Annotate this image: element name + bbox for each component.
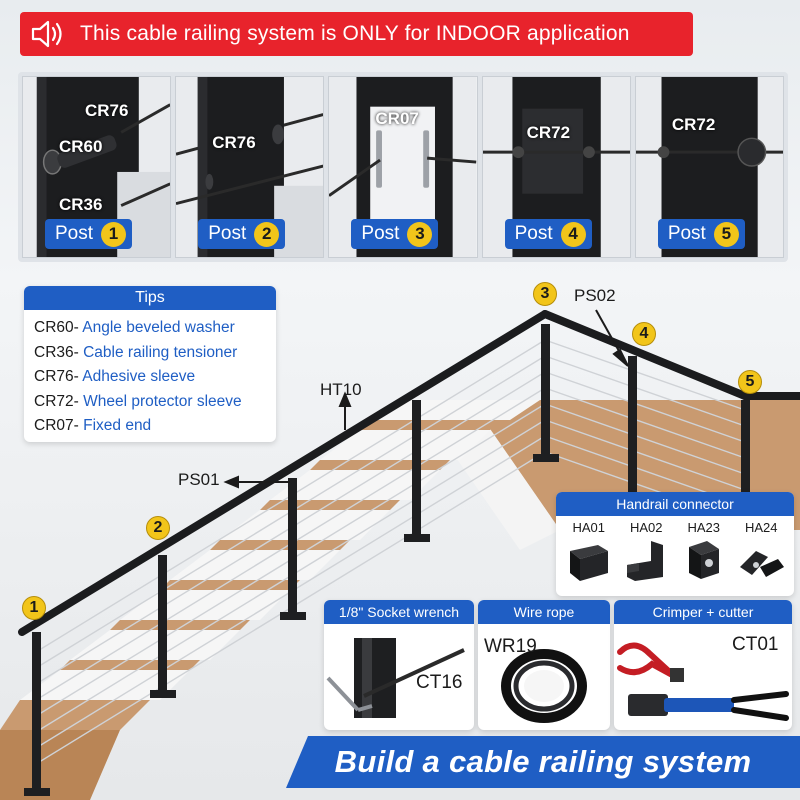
banner-text: This cable railing system is ONLY for IN… (80, 22, 630, 45)
handrail (18, 310, 800, 636)
wire-rope-title: Wire rope (478, 600, 610, 624)
crimper-code: CT01 (732, 634, 779, 655)
part-label: CR07 (375, 109, 419, 128)
part-label: CR76 (85, 101, 129, 120)
post-number-badge: 2 (254, 221, 280, 247)
post-number-badge: 4 (560, 221, 586, 247)
handrail-connector-panel: Handrail connector HA01 HA02 HA23 (556, 492, 794, 596)
post-number-badge: 3 (407, 221, 433, 247)
post-number-badge: 5 (713, 221, 739, 247)
socket-wrench-icon (326, 638, 465, 718)
crimper-title: Crimper + cutter (614, 600, 792, 624)
socket-wrench-title: 1/8" Socket wrench (324, 600, 474, 624)
ps01-label: PS01 (178, 470, 220, 489)
ht10-label: HT10 (320, 380, 362, 399)
socket-wrench-panel: 1/8" Socket wrench CT16 (324, 600, 474, 730)
callout-badge-1: 1 (22, 596, 46, 620)
tips-item: CR07- Fixed end (34, 417, 152, 434)
post-detail-strip: CR76 CR60 CR36 Post 1 CR76 Post 2 (18, 72, 788, 262)
connector-item-ha23: HA23 (676, 520, 731, 590)
post-card-4: CR72 Post 4 (481, 76, 631, 258)
footer-banner: Build a cable railing system (286, 736, 800, 788)
connector-item-ha24: HA24 (734, 520, 789, 590)
post-label: Post 2 (198, 219, 286, 249)
post-card-5: CR72 Post 5 (634, 76, 785, 258)
part-label: CR72 (526, 123, 571, 142)
callout-arrows (223, 309, 629, 489)
connector-item-ha02: HA02 (619, 520, 674, 590)
ps02-label: PS02 (574, 286, 616, 305)
socket-wrench-code: CT16 (416, 672, 463, 693)
tips-item: CR76- Adhesive sleeve (34, 368, 196, 385)
tips-title: Tips (24, 286, 276, 310)
wire-rope-panel: Wire rope WR19 (478, 600, 610, 730)
tips-panel: Tips CR60- Angle beveled washer CR36- Ca… (24, 286, 276, 442)
stair-steps (0, 400, 540, 800)
hinge-connector-icon (688, 541, 719, 579)
part-label: CR76 (212, 133, 256, 152)
tips-list: CR60- Angle beveled washer CR36- Cable r… (24, 310, 276, 442)
post-label: Post 3 (351, 219, 439, 249)
callout-badge-2: 2 (146, 516, 170, 540)
post-label: Post 1 (45, 219, 133, 249)
wire-rope-code: WR19 (484, 636, 537, 657)
post-card-2: CR76 Post 2 (175, 76, 325, 258)
wire-rope-icon (501, 649, 587, 723)
connector-item-ha01: HA01 (561, 520, 616, 590)
post-card-1: CR76 CR60 CR36 Post 1 (22, 76, 172, 258)
tips-item: CR60- Angle beveled washer (34, 319, 235, 336)
railing-posts (24, 324, 750, 796)
post-1-illustration (23, 77, 171, 257)
callout-badge-5: 5 (738, 370, 762, 394)
staircase-scene: 1 2 3 4 5 PS02 HT10 PS01 (0, 260, 800, 800)
staircase-illustration (0, 309, 800, 800)
footer-text: Build a cable railing system (334, 744, 752, 779)
step-connector-icon (627, 541, 664, 581)
post-label: Post 5 (657, 219, 745, 249)
crimper-icon (617, 642, 789, 721)
part-label: CR72 (671, 115, 716, 134)
post-label: Post 4 (504, 219, 592, 249)
speaker-icon (31, 20, 62, 48)
part-label: CR36 (59, 195, 103, 214)
indoor-warning-banner: This cable railing system is ONLY for IN… (20, 12, 693, 56)
crimper-panel: Crimper + cutter CT01 (614, 600, 792, 730)
angled-connector-icon (740, 551, 785, 577)
tips-item: CR36- Cable railing tensioner (34, 343, 238, 361)
part-label: CR60 (59, 137, 103, 156)
callout-badge-4: 4 (632, 322, 656, 346)
block-connector-icon (569, 545, 608, 581)
tips-item: CR72- Wheel protector sleeve (34, 392, 242, 410)
callout-badge-3: 3 (533, 282, 557, 306)
post-number-badge: 1 (101, 221, 127, 247)
connector-title: Handrail connector (556, 492, 794, 516)
post-card-3: CR07 Post 3 (328, 76, 478, 258)
